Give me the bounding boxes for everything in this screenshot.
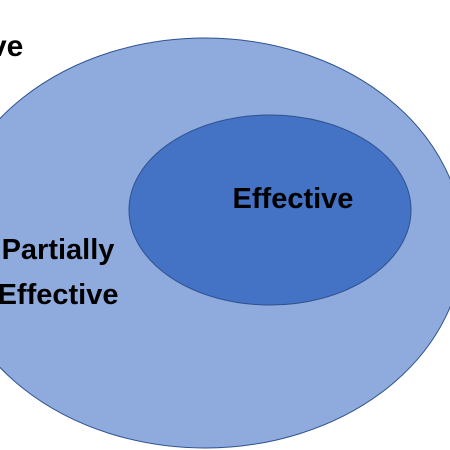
inner-ellipse-label: Effective bbox=[233, 183, 354, 215]
clipped-corner-label: ve bbox=[0, 30, 24, 63]
inner-ellipse bbox=[128, 114, 412, 306]
outer-ellipse-label-line2: Effective bbox=[0, 279, 118, 311]
outer-ellipse-label-line1: Partially bbox=[2, 234, 115, 266]
